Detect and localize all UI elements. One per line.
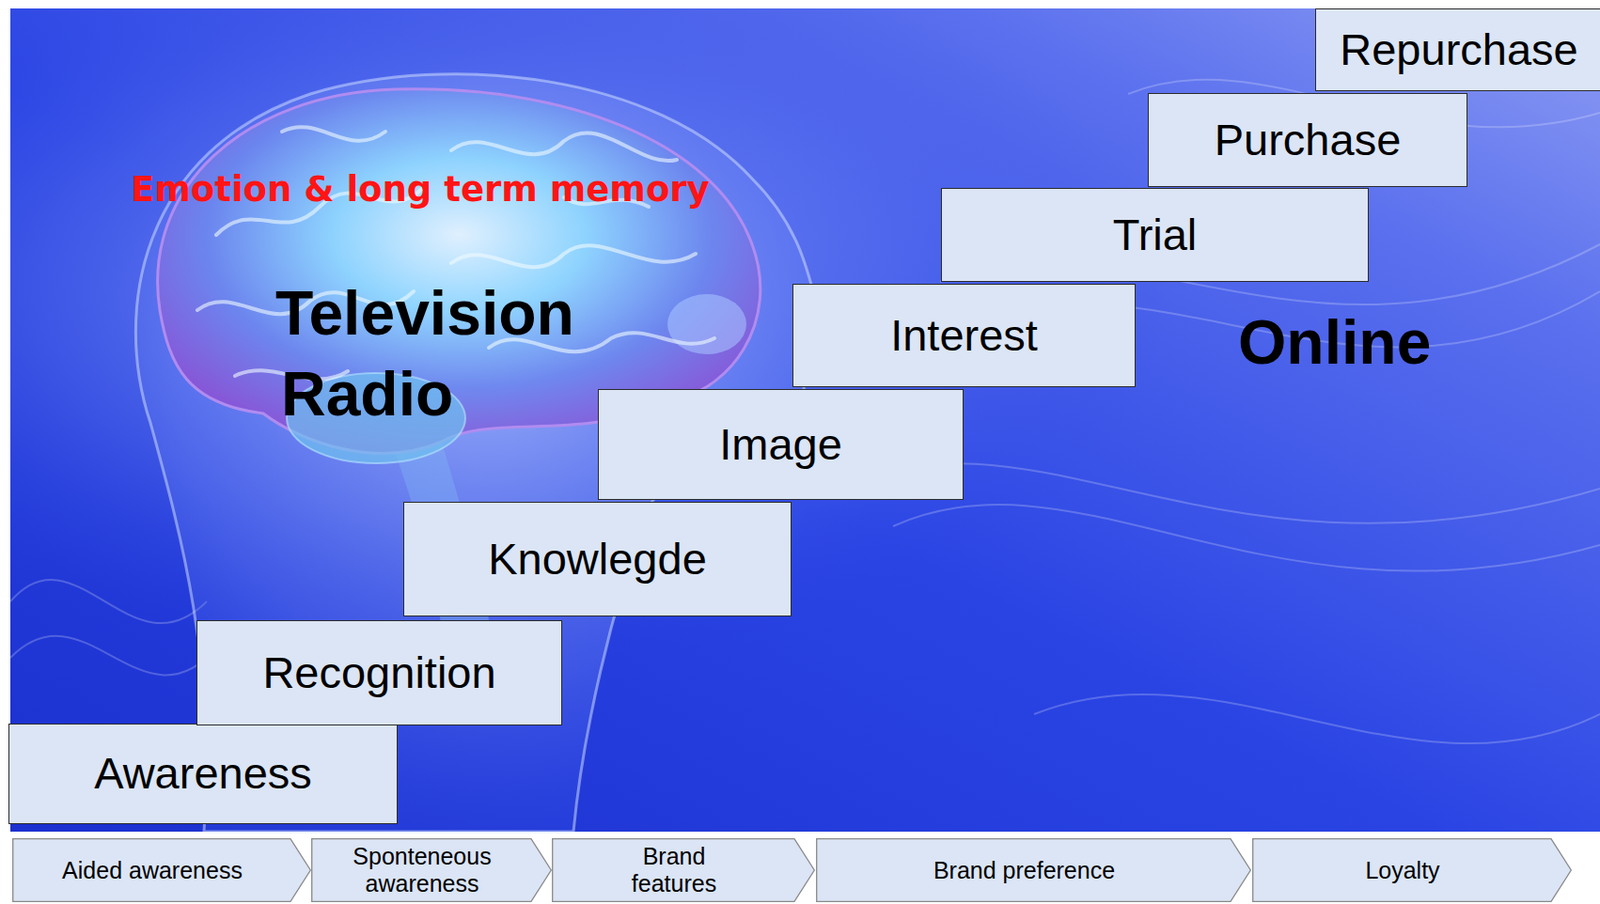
chevron-outline <box>13 839 312 903</box>
step-label: Knowlegde <box>487 533 707 585</box>
stage-label: Aided awareness <box>62 857 243 885</box>
stage-label: Sponteneous awareness <box>318 843 526 898</box>
step-label: Interest <box>890 310 1038 361</box>
chevron-stage: Aided awareness <box>12 838 312 903</box>
chevron-stage: Brand features <box>551 838 816 903</box>
stair-step-box: Trial <box>941 188 1369 283</box>
stair-step-box: Repurchase <box>1315 8 1600 92</box>
chevron-outline <box>312 839 552 903</box>
chevron-outline <box>552 839 816 903</box>
step-label: Image <box>719 419 843 471</box>
chevron-stage: Loyalty <box>1252 838 1572 903</box>
stage-label: Loyalty <box>1364 857 1440 885</box>
stair-step-box: Image <box>597 389 964 501</box>
chevron-stage: Sponteneous awareness <box>311 838 552 903</box>
step-label: Trial <box>1113 209 1198 261</box>
media-label: Online <box>1238 306 1431 378</box>
media-label: Television <box>275 277 575 349</box>
stair-step-box: Recognition <box>196 620 563 726</box>
chevron-outline <box>1253 839 1572 903</box>
media-label: Radio <box>281 358 454 430</box>
stage-label: Brand features <box>617 843 731 898</box>
chevron-outline <box>816 839 1252 903</box>
stair-step-box: Knowlegde <box>403 501 792 617</box>
stair-step-box: Purchase <box>1147 93 1468 188</box>
memory-caption: Emotion & long term memory <box>130 169 710 210</box>
step-label: Repurchase <box>1339 24 1578 76</box>
step-label: Awareness <box>94 748 313 800</box>
step-label: Purchase <box>1214 114 1402 166</box>
stair-step-box: Interest <box>792 283 1136 388</box>
chevron-stage: Brand preference <box>815 838 1252 903</box>
step-label: Recognition <box>262 647 496 699</box>
stage-label: Brand preference <box>933 857 1115 885</box>
stair-step-box: Awareness <box>8 723 398 825</box>
